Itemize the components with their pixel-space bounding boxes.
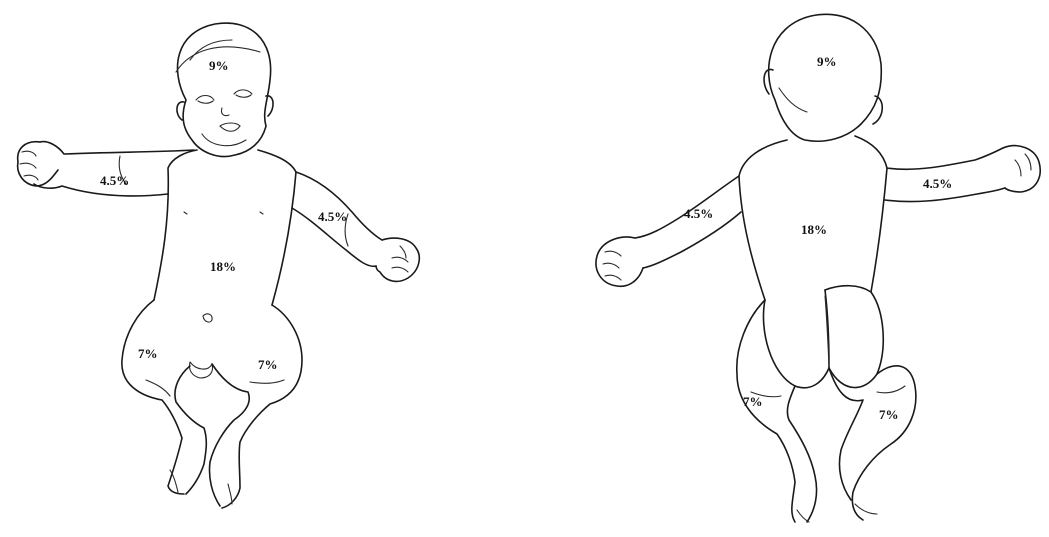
- back-left-arm: [596, 176, 741, 286]
- back-view-figure: 9% 4.5% 4.5% 18% 7% 7%: [525, 0, 1049, 537]
- back-left-leg-percent: 7%: [743, 394, 763, 409]
- front-right-leg-percent: 7%: [138, 346, 158, 361]
- front-left-arm: [292, 172, 419, 281]
- front-trunk-percent: 18%: [210, 259, 236, 274]
- front-left-leg: [209, 305, 302, 508]
- back-right-leg: [829, 366, 916, 520]
- back-torso: [739, 136, 887, 388]
- back-left-arm-percent: 4.5%: [684, 206, 713, 221]
- back-right-arm-percent: 4.5%: [923, 176, 952, 191]
- back-right-arm: [885, 146, 1040, 202]
- front-right-leg: [122, 300, 206, 494]
- front-head: [176, 23, 273, 156]
- front-left-arm-percent: 4.5%: [318, 209, 347, 224]
- back-right-leg-percent: 7%: [879, 407, 899, 422]
- back-view-drawing: 9% 4.5% 4.5% 18% 7% 7%: [525, 0, 1049, 537]
- back-trunk-percent: 18%: [801, 222, 827, 237]
- front-view-figure: 9% 4.5% 4.5% 18% 7% 7%: [0, 0, 524, 537]
- back-head: [764, 14, 882, 141]
- front-view-drawing: 9% 4.5% 4.5% 18% 7% 7%: [0, 0, 524, 537]
- front-left-leg-percent: 7%: [258, 357, 278, 372]
- front-head-percent: 9%: [209, 58, 229, 73]
- front-right-arm-percent: 4.5%: [100, 173, 129, 188]
- back-head-percent: 9%: [817, 54, 837, 69]
- back-left-leg: [737, 300, 817, 522]
